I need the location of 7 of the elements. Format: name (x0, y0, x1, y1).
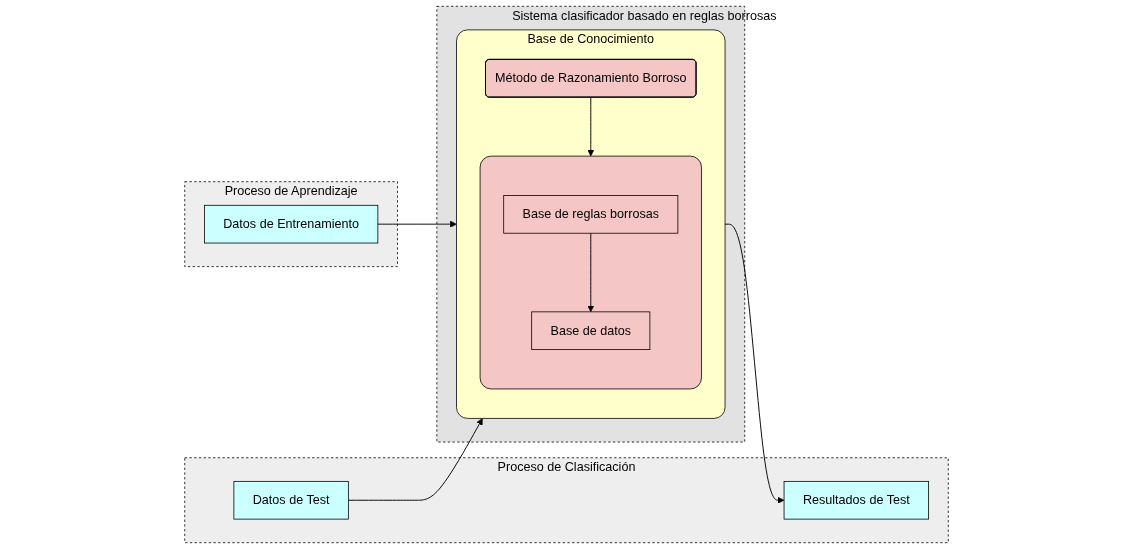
node-box: Base de datos (531, 311, 651, 350)
node-box: Datos de Test (233, 480, 349, 520)
cluster (479, 155, 702, 390)
node-box: Datos de Entrenamiento (204, 204, 379, 244)
node-label: Sistema clasificador basado en reglas borrosas (512, 8, 777, 23)
node-box: Base de reglas borrosas (503, 195, 679, 234)
node-box: Resultados de Test (783, 480, 929, 520)
